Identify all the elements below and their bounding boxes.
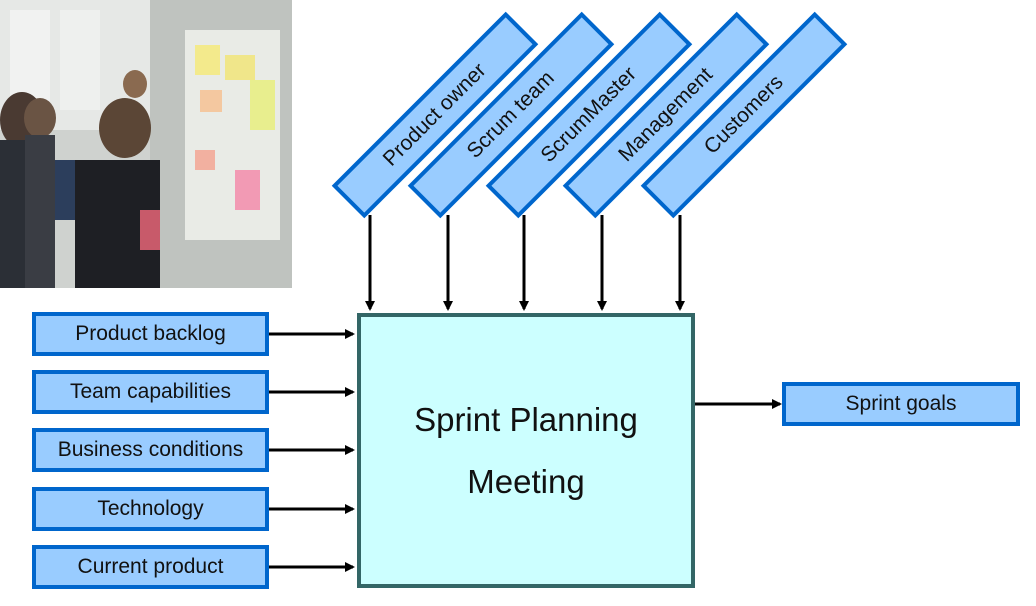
sprint-planning-meeting-box: Sprint Planning Meeting: [357, 313, 695, 588]
center-title-line-2: Meeting: [467, 462, 585, 500]
output-sprint-goals: Sprint goals: [782, 382, 1020, 426]
input-product-backlog: Product backlog: [32, 312, 269, 356]
input-current-product: Current product: [32, 545, 269, 589]
input-label: Business conditions: [57, 438, 244, 461]
output-label: Sprint goals: [845, 392, 957, 415]
input-arrows: [269, 329, 355, 572]
input-technology: Technology: [32, 487, 269, 531]
input-label: Technology: [97, 497, 204, 520]
input-label: Current product: [77, 555, 224, 578]
center-title-line-1: Sprint Planning: [414, 400, 638, 438]
input-label: Product backlog: [75, 322, 226, 345]
input-label: Team capabilities: [69, 380, 232, 403]
team-photo: [0, 0, 292, 288]
input-business-conditions: Business conditions: [32, 428, 269, 472]
input-team-capabilities: Team capabilities: [32, 370, 269, 414]
stakeholder-arrows: [365, 215, 685, 311]
